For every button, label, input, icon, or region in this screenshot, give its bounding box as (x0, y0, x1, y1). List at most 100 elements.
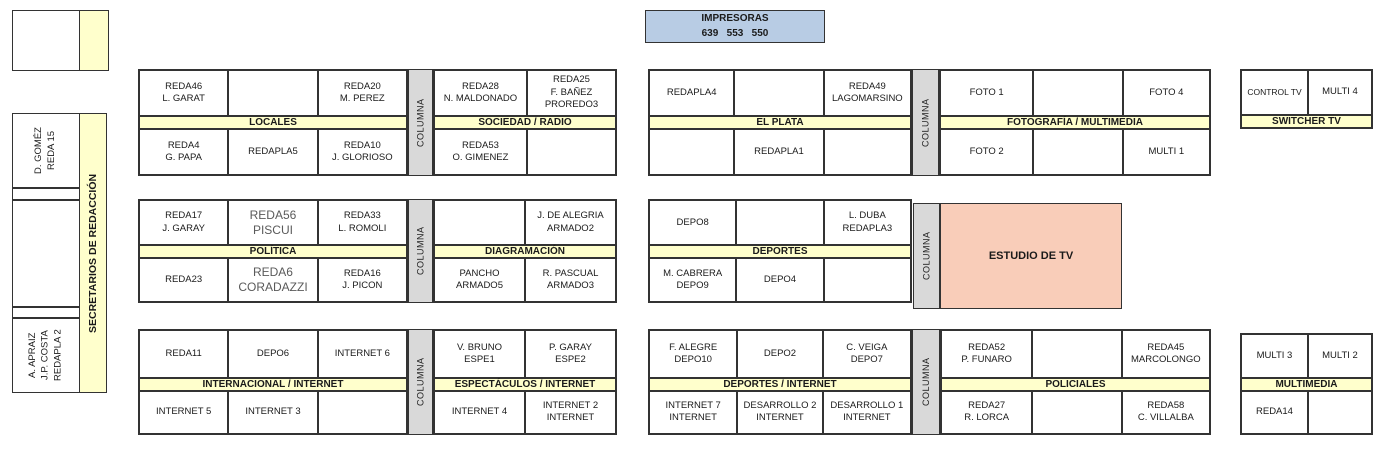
desk-cell: DEPO8 (649, 200, 737, 246)
left-empty-cell (12, 200, 80, 307)
section-title: INTERNACIONAL / INTERNET (139, 377, 407, 391)
columna-pillar: COLUMNA (913, 203, 940, 309)
desk-cell: REDA17 J. GARAY (139, 200, 229, 246)
desk-cell (1032, 330, 1122, 378)
desk-cell: FOTO 4 (1122, 70, 1210, 116)
block-fotografia-multimedia: FOTO 1 FOTO 4 FOTOGRAFÍA / MULTIMEDIA FO… (939, 69, 1211, 176)
desk-cell: REDA49 LAGOMARSINO (823, 70, 911, 116)
desk-cell: REDA16 J. PICON (317, 258, 407, 302)
columna-pillar: COLUMNA (408, 329, 433, 435)
left-spacer-cell (12, 188, 80, 200)
desk-cell: INTERNET 3 (228, 390, 318, 434)
desk-cell (228, 70, 318, 116)
desk-cell: DEPO6 (228, 330, 318, 378)
block-policiales: REDA52 P. FUNARO REDA45 MARCOLONGO POLIC… (940, 329, 1211, 435)
section-title: LOCALES (139, 116, 407, 129)
desk-cell: INTERNET 7 INTERNET (649, 390, 738, 434)
desk-cell (823, 258, 911, 302)
desk-cell: INTERNET 5 (139, 390, 229, 434)
section-title: DEPORTES / INTERNET (649, 377, 911, 391)
desk-cell: REDAPLA5 (228, 129, 318, 175)
desk-redapla2: REDAPLA 2 J.P. COSTA A. APRAIZ (12, 318, 80, 393)
section-title: SWITCHER TV (1241, 115, 1372, 128)
desk-cell: REDA10 J. GLORIOSO (317, 129, 407, 175)
desk-cell: REDA28 N. MALDONADO (434, 70, 527, 116)
secretarios-strip: SECRETARIOS DE REDACCIÓN (79, 113, 107, 393)
block-politica: REDA17 J. GARAY REDA56 PISCUI REDA33 L. … (138, 199, 408, 303)
section-title: FOTOGRAFÍA / MULTIMEDIA (940, 116, 1210, 129)
desk-cell: REDAPLA1 (734, 129, 824, 175)
desk-cell (1032, 390, 1122, 434)
block-espectaculos-internet: V. BRUNO ESPE1 P. GARAY ESPE2 ESPECTÁCUL… (433, 329, 617, 435)
desk-cell: MULTI 4 (1307, 70, 1372, 115)
desk-cell: P. GARAY ESPE2 (525, 330, 616, 378)
desk-cell: L. DUBA REDAPLA3 (823, 200, 911, 246)
desk-cell: REDA33 L. ROMOLI (317, 200, 407, 246)
block-internacional-internet: REDA11 DEPO6 INTERNET 6 INTERNACIONAL / … (138, 329, 408, 435)
desk-cell: MULTI 3 (1241, 334, 1308, 378)
desk-cell: REDA14 (1241, 390, 1308, 434)
desk-cell: REDA6 CORADAZZI (228, 258, 318, 302)
section-title: SOCIEDAD / RADIO (434, 116, 616, 129)
desk-cell: MULTI 2 (1307, 334, 1372, 378)
desk-cell: REDA4 G. PAPA (139, 129, 229, 175)
desk-cell (649, 129, 735, 175)
desk-cell: FOTO 2 (940, 129, 1034, 175)
desk-cell: REDA25 F. BAÑEZ PROREDO3 (526, 70, 616, 116)
desk-cell: F. ALEGRE DEPO10 (649, 330, 738, 378)
block-locales: REDA46 L. GARAT REDA20 M. PEREZ LOCALES … (138, 69, 408, 176)
desk-cell: REDA20 M. PEREZ (317, 70, 407, 116)
block-sociedad-radio: REDA28 N. MALDONADO REDA25 F. BAÑEZ PROR… (433, 69, 617, 176)
desk-cell (736, 200, 824, 246)
columna-pillar: COLUMNA (408, 199, 433, 303)
desk-cell (434, 200, 525, 246)
block-el-plata: REDAPLA4 REDA49 LAGOMARSINO EL PLATA RED… (648, 69, 912, 176)
desk-cell: PANCHO ARMADO5 (434, 258, 525, 302)
desk-cell: J. DE ALEGRIA ARMADO2 (525, 200, 616, 246)
desk-cell: DESARROLLO 1 INTERNET (822, 390, 911, 434)
block-diagramacion: J. DE ALEGRIA ARMADO2 DIAGRAMACIÓN PANCH… (433, 199, 617, 303)
tv-studio-area: ESTUDIO DE TV (940, 203, 1122, 309)
desk-cell: DESARROLLO 2 INTERNET (737, 390, 823, 434)
desk-cell: DEPO4 (736, 258, 824, 302)
desk-cell: R. PASCUAL ARMADO3 (525, 258, 616, 302)
desk-cell (1033, 129, 1123, 175)
topleft-yellow-box (79, 10, 109, 71)
desk-cell: REDA53 O. GIMENEZ (434, 129, 527, 175)
desk-cell: CONTROL TV (1241, 70, 1308, 115)
section-title: EL PLATA (649, 116, 911, 129)
desk-cell (317, 390, 407, 434)
desk-cell: INTERNET 6 (317, 330, 407, 378)
desk-reda15: REDA 15 D. GOMÉZ (12, 113, 80, 188)
desk-cell: MULTI 1 (1122, 129, 1210, 175)
desk-cell: REDA11 (139, 330, 229, 378)
columna-pillar: COLUMNA (408, 69, 433, 176)
desk-cell (734, 70, 824, 116)
desk-cell: REDA27 R. LORCA (941, 390, 1033, 434)
desk-cell: C. VEIGA DEPO7 (822, 330, 911, 378)
section-title: DEPORTES (649, 245, 911, 259)
desk-cell: INTERNET 4 (434, 390, 525, 434)
section-title: POLICIALES (941, 377, 1210, 391)
desk-cell: REDA56 PISCUI (228, 200, 318, 246)
desk-cell: REDA52 P. FUNARO (941, 330, 1033, 378)
block-multimedia: MULTI 3 MULTI 2 MULTIMEDIA REDA14 (1240, 333, 1373, 435)
desk-cell: DEPO2 (737, 330, 823, 378)
desk-cell: FOTO 1 (940, 70, 1034, 116)
printers-box: IMPRESORAS 639 553 550 (645, 10, 825, 43)
columna-pillar: COLUMNA (912, 69, 939, 176)
section-title: POLÍTICA (139, 245, 407, 259)
desk-cell: REDAPLA4 (649, 70, 735, 116)
desk-cell (1307, 390, 1372, 434)
desk-cell (1033, 70, 1123, 116)
desk-cell: REDA45 MARCOLONGO (1121, 330, 1210, 378)
desk-cell: REDA58 C. VILLALBA (1121, 390, 1210, 434)
desk-cell: REDA46 L. GARAT (139, 70, 229, 116)
desk-cell: REDA23 (139, 258, 229, 302)
desk-cell (526, 129, 616, 175)
desk-cell: INTERNET 2 INTERNET (525, 390, 616, 434)
topleft-white-box (12, 10, 80, 71)
section-title: ESPECTÁCULOS / INTERNET (434, 377, 616, 391)
block-deportes-internet: F. ALEGRE DEPO10 DEPO2 C. VEIGA DEPO7 DE… (648, 329, 912, 435)
desk-cell: V. BRUNO ESPE1 (434, 330, 525, 378)
